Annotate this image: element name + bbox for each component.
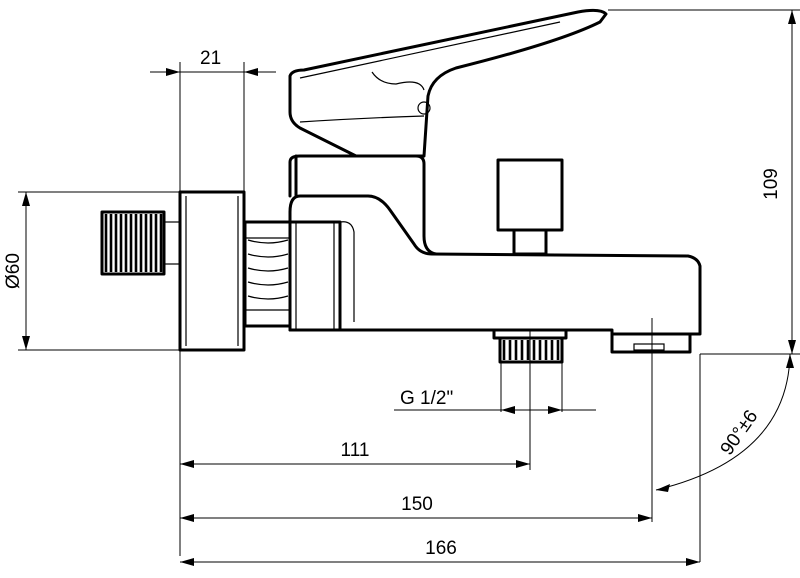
diverter-knob (496, 158, 564, 256)
spout-aerator (610, 332, 692, 354)
hex-nut (243, 220, 292, 328)
extension-lines (18, 9, 800, 562)
dimension-diameter-60-label: Ø60 (3, 253, 24, 289)
dimension-lines (22, 10, 796, 566)
lever-handle (288, 8, 608, 158)
wall-connector-thread (100, 210, 180, 276)
faucet-body-outline (100, 8, 702, 364)
mixer-body (288, 194, 702, 336)
dimension-109-label: 109 (761, 168, 782, 200)
dimension-166-label: 166 (425, 538, 457, 559)
body-collar (288, 220, 342, 332)
cartridge-housing (288, 154, 438, 256)
dimension-21-label: 21 (200, 48, 221, 69)
dimension-labels: 21 Ø60 109 G 1/2" 111 150 166 90°±6 (3, 48, 782, 559)
dimension-150-label: 150 (401, 494, 433, 515)
thread-size-label: G 1/2" (400, 388, 453, 409)
wall-flange (178, 190, 246, 352)
dimension-111-label: 111 (341, 440, 370, 461)
angle-tolerance-label: 90°±6 (717, 406, 763, 459)
